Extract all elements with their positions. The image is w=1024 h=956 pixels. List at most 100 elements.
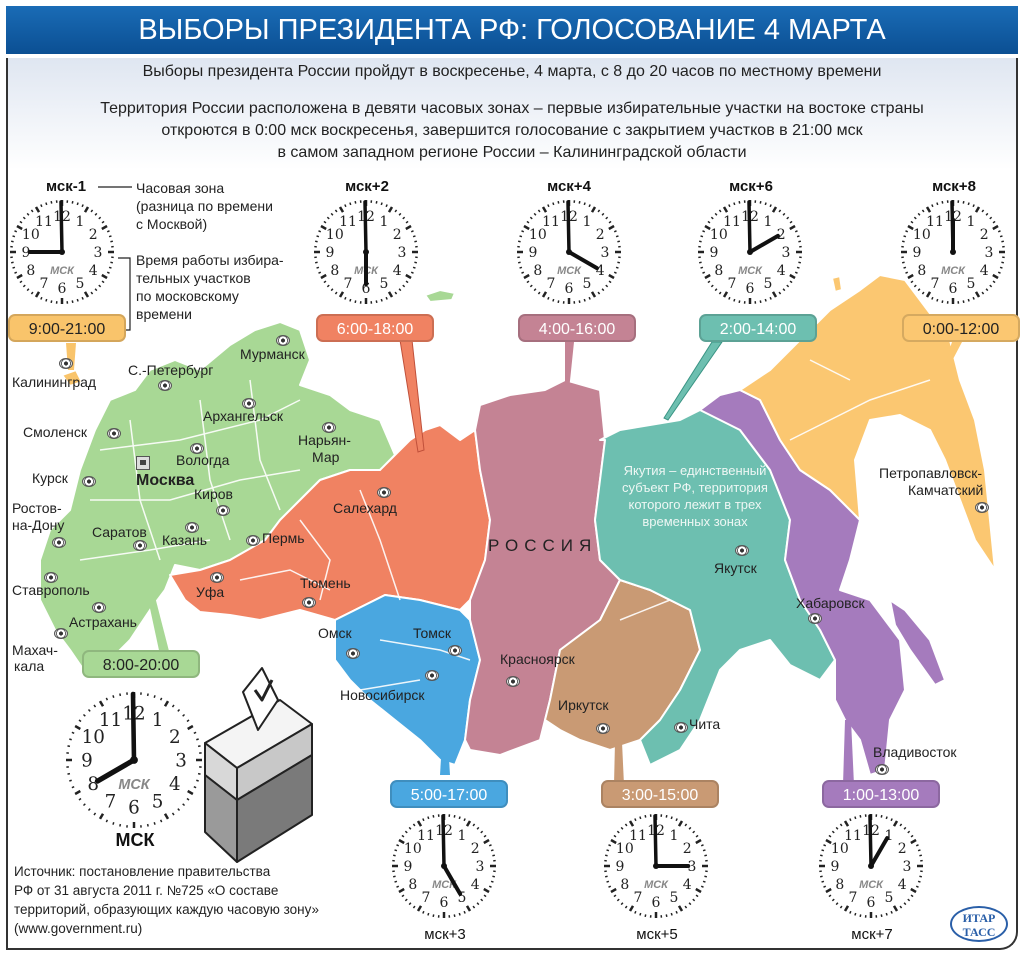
hours-badge-msk+8: 0:00-12:00 (902, 314, 1020, 342)
city-saratov: Саратов (92, 524, 147, 540)
zone-label-msk+3: мск+3 (424, 926, 466, 943)
city-marker-icon (425, 670, 439, 681)
zone-label-msk-1: мск-1 (45, 178, 87, 195)
city-marker-icon (322, 422, 336, 433)
city-naryan-mar-2: Мар (312, 449, 340, 465)
city-moscow: Москва (136, 472, 195, 489)
pointer-msk (145, 585, 170, 655)
city-marker-icon (52, 537, 66, 548)
legend-hours-line: Время работы избира- (136, 252, 284, 268)
city-krasnoyarsk: Красноярск (500, 651, 575, 667)
zone-label-msk+4: мск+4 (547, 178, 591, 195)
city-ufa: Уфа (196, 584, 225, 600)
city-marker-icon (54, 628, 68, 639)
source-line: Источник: постановление правительства (14, 864, 271, 879)
hours-badge-msk-1: 9:00-21:00 (8, 314, 126, 342)
city-rostov-2: на-Дону (12, 517, 65, 533)
city-marker-icon (158, 380, 172, 391)
city-yakutsk: Якутск (714, 560, 757, 576)
city-marker-icon (808, 613, 822, 624)
city-novosibirsk: Новосибирск (340, 687, 425, 703)
city-marker-icon (82, 476, 96, 487)
city-omsk: Омск (318, 625, 352, 641)
logo-line: ИТАР (962, 911, 996, 925)
description-line-2: откроются в 0:00 мск воскресенья, заверш… (161, 122, 863, 139)
city-vladivostok: Владивосток (873, 744, 957, 760)
city-chita: Чита (689, 716, 721, 732)
region-chukotka-island (831, 275, 843, 293)
city-marker-icon (596, 723, 610, 734)
region-msk+8 (739, 274, 996, 571)
hours-badge-msk+3: 5:00-17:00 (390, 780, 508, 808)
zone-label-msk+5: мск+5 (636, 926, 678, 943)
city-marker-icon (975, 502, 989, 513)
city-marker-icon (190, 443, 204, 454)
city-kaliningrad: Калининград (12, 374, 97, 390)
city-makhachkala: Махач- (12, 642, 58, 658)
legend-zone-line: с Москвой) (136, 216, 208, 232)
city-marker-icon (210, 572, 224, 583)
page-title: ВЫБОРЫ ПРЕЗИДЕНТА РФ: ГОЛОСОВАНИЕ 4 МАРТ… (6, 6, 1018, 54)
city-kirov: Киров (194, 486, 233, 502)
description-line-3: в самом западном регионе России – Калини… (277, 144, 747, 161)
city-irkutsk: Иркутск (558, 697, 609, 713)
city-marker-icon (302, 597, 316, 608)
city-marker-icon (377, 487, 391, 498)
region-msk-1 (61, 369, 83, 387)
source-line: территорий, образующих каждую часовую зо… (14, 902, 320, 917)
pointer-msk+6 (663, 341, 723, 421)
pointer-msk+7 (843, 720, 854, 785)
city-murmansk: Мурманск (240, 346, 305, 362)
region-msk (39, 321, 396, 673)
city-naryan-mar: Нарьян- (298, 432, 351, 448)
zone-label-msk+8: мск+8 (932, 178, 976, 195)
city-marker-icon (506, 676, 520, 687)
city-marker-icon (92, 602, 106, 613)
city-salekhard: Салехард (333, 500, 397, 516)
zone-label-msk: МСК (115, 830, 155, 850)
city-smolensk: Смоленск (23, 424, 88, 440)
hours-badge-msk+5: 3:00-15:00 (601, 780, 719, 808)
city-tomsk: Томск (413, 625, 451, 641)
legend-zone-description: Часовая зона (разница по времени с Москв… (136, 179, 273, 233)
region-msk-north-island (424, 289, 456, 303)
legend-hours-line: времени (136, 306, 192, 322)
hours-badge-msk+2: 6:00-18:00 (316, 314, 434, 342)
city-marker-icon (246, 535, 260, 546)
city-makhachkala-2: кала (14, 658, 45, 674)
source-note: Источник: постановление правительства РФ… (14, 862, 354, 938)
city-tyumen: Тюмень (300, 575, 351, 591)
legend-hours-line: тельных участков (136, 270, 251, 286)
pointer-msk+2 (399, 339, 425, 453)
country-label: РОССИЯ (488, 536, 598, 555)
city-vologda: Вологда (176, 452, 230, 468)
legend-hours-line: по московскому (136, 288, 239, 304)
city-marker-icon (674, 722, 688, 733)
itar-tass-logo: ИТАР ТАСС (950, 906, 1008, 942)
city-arkhangelsk: Архангельск (203, 408, 284, 424)
city-marker-icon (448, 645, 462, 656)
city-marker-icon (875, 764, 889, 775)
city-kazan: Казань (162, 532, 208, 548)
city-marker-icon (242, 398, 256, 409)
city-petropavlovsk-2: Камчатский (908, 482, 984, 498)
zone-label-msk+7: мск+7 (851, 926, 893, 943)
city-spb: С.-Петербург (128, 362, 214, 378)
city-marker-icon (735, 545, 749, 556)
yakutia-note: Якутия – единственный субъект РФ, террит… (622, 463, 768, 529)
pointer-msk+4 (565, 342, 574, 400)
city-marker-icon (59, 358, 73, 369)
pointer-msk+8 (940, 342, 962, 380)
zone-label-msk+6: мск+6 (729, 178, 773, 195)
hours-badge-msk: 8:00-20:00 (82, 650, 200, 678)
city-marker-icon (133, 540, 147, 551)
city-rostov: Ростов- (12, 500, 62, 516)
city-khabarovsk: Хабаровск (796, 595, 865, 611)
city-petropavlovsk: Петропавловск- (879, 465, 983, 481)
region-msk+3 (334, 594, 481, 766)
ballot-box-icon (204, 667, 313, 863)
city-marker-icon (44, 572, 58, 583)
pointer-msk+5 (614, 742, 624, 785)
description-line-1: Территория России расположена в девяти ч… (100, 100, 924, 117)
